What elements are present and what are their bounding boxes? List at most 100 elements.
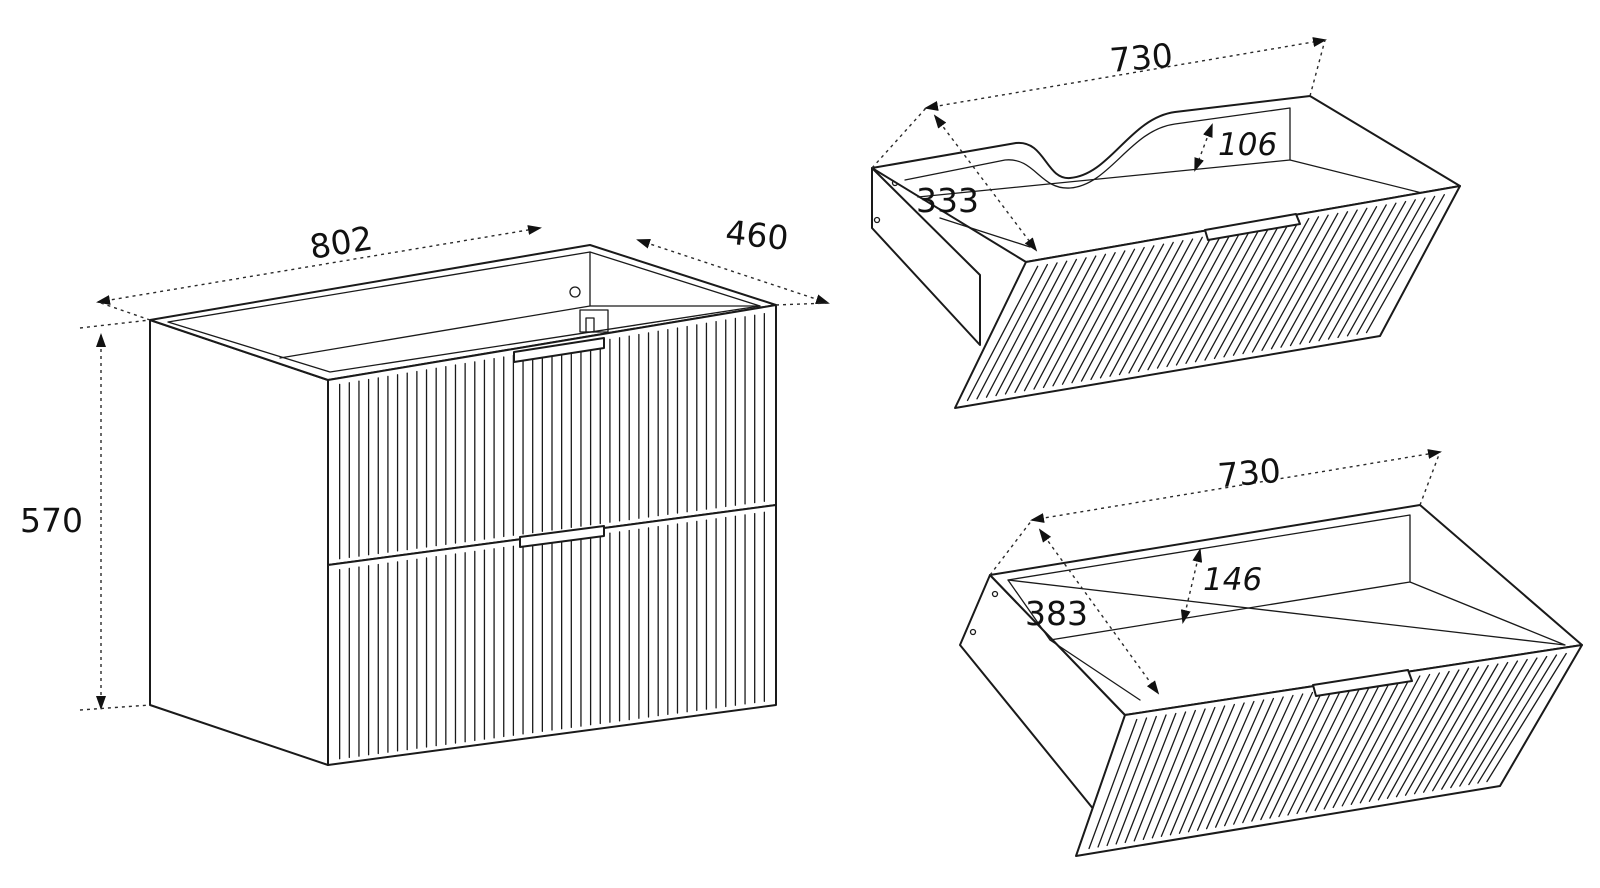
top-drawer-flute-line [1061, 248, 1136, 385]
top-drawer-flute-line [1099, 241, 1174, 379]
bottom-drawer-flute-line [1169, 705, 1226, 836]
hanging-bracket-clip [585, 317, 595, 333]
cabinet-width-dimension-line [96, 225, 542, 305]
top-drawer-flute-line [1147, 233, 1223, 371]
bottom-drawer-flute-line [1242, 693, 1304, 824]
bottom-drawer-flute-line [1314, 681, 1382, 812]
top-drawer-flute-line [1004, 258, 1078, 395]
bottom-drawer-fluting [1088, 652, 1567, 850]
bottom-drawer-flute-line [1133, 711, 1187, 842]
top-drawer-flute-line [1280, 209, 1358, 348]
bottom-drawer-flute-line [1160, 706, 1216, 837]
top-drawer-height-dimension-line [1194, 123, 1213, 172]
cabinet-height-label: 570 [20, 501, 83, 540]
bottom-drawer-flute-line [1115, 714, 1167, 845]
bottom-drawer-flute-line [1359, 673, 1431, 804]
bottom-drawer-flute-line [1459, 657, 1538, 787]
bottom-drawer-flute-line [1205, 699, 1265, 830]
top-drawer-flute-line [1137, 234, 1213, 372]
cabinet-side-panel [149, 319, 329, 766]
cabinet-depth-label: 460 [724, 212, 791, 257]
bottom-drawer-flute-line [1323, 679, 1392, 810]
bottom-drawer-flute-line [1287, 685, 1353, 816]
bottom-drawer-flute-line [1187, 702, 1245, 833]
bottom-drawer-depth-label: 383 [1025, 594, 1088, 633]
bottom-drawer-flute-line [1251, 691, 1314, 822]
top-drawer-flute-line [1128, 236, 1203, 374]
bottom-drawer-dimensions: 730 383 146 [989, 449, 1442, 695]
bottom-drawer-flute-line [1088, 718, 1138, 850]
top-drawer-flute-line [1223, 219, 1300, 358]
top-drawer-flute-line [976, 263, 1049, 400]
bottom-drawer-flute-line [1196, 700, 1255, 831]
top-drawer-flute-line [1289, 207, 1368, 347]
bottom-drawer-width-dimension-line [1030, 449, 1442, 523]
bottom-drawer-flute-line [1468, 655, 1548, 786]
top-drawer-flute-line [1109, 240, 1184, 377]
bottom-drawer-flute-line [1413, 664, 1489, 795]
bottom-drawer-flute-line [1124, 712, 1177, 844]
top-drawer-flute-line [1118, 238, 1194, 376]
top-drawer-flute-line [1299, 205, 1378, 345]
bottom-drawer-flute-line [1386, 669, 1460, 799]
bottom-drawer-height-dimension-line [1180, 548, 1203, 624]
bottom-drawer-flute-line [1106, 715, 1157, 847]
bottom-drawer-flute-line [1477, 654, 1558, 784]
cabinet-depth-extension [775, 302, 829, 306]
bottom-drawer-side-hole [969, 628, 977, 636]
top-drawer-flute-line [1175, 228, 1252, 366]
bottom-drawer-flute-line [1151, 708, 1206, 839]
bottom-drawer-width-ext-left [989, 519, 1033, 576]
top-drawer-front [954, 185, 1461, 409]
top-drawer-flute-line [995, 260, 1068, 397]
cabinet-height-ext-top [79, 319, 151, 329]
top-drawer-flute-line [1327, 200, 1407, 340]
top-drawer-flute-line [1251, 214, 1329, 353]
top-drawer-flute-line [1270, 211, 1349, 350]
cabinet [149, 244, 777, 766]
bottom-drawer-flute-line [1486, 652, 1567, 783]
top-drawer-flute-line [1346, 197, 1426, 337]
top-drawer-flute-line [1204, 223, 1281, 361]
top-drawer-width-ext-right [1309, 39, 1326, 97]
bottom-drawer-flute-line [1377, 670, 1450, 801]
top-drawer-side-hole [873, 216, 881, 224]
top-drawer-flute-line [1318, 202, 1397, 342]
bottom-drawer-flute-line [1441, 660, 1519, 790]
bottom-drawer-flute-line [1423, 663, 1499, 793]
top-drawer-flute-line [1042, 252, 1116, 389]
top-drawer-flute-line [1232, 217, 1310, 356]
fixing-hole [569, 286, 581, 298]
top-drawer-handle [1204, 213, 1301, 241]
bottom-drawer-flute-line [1395, 667, 1470, 798]
top-drawer-flute-line [1071, 246, 1145, 384]
top-drawer-dimensions: 730 333 106 [871, 36, 1327, 252]
bottom-drawer-flute-line [1404, 666, 1480, 796]
top-drawer-flute-line [1337, 199, 1416, 339]
bottom-drawer-flute-line [1178, 703, 1236, 834]
top-drawer-flute-line [1242, 216, 1320, 355]
top-drawer-fluting [966, 194, 1445, 402]
bottom-drawer-flute-line [1450, 658, 1528, 789]
bottom-drawer-side-hole [991, 590, 999, 598]
top-drawer-flute-line [1014, 257, 1087, 393]
bottom-drawer-width-label: 730 [1216, 451, 1282, 495]
top-drawer-flute-line [1156, 231, 1232, 369]
top-drawer-flute-line [1194, 224, 1271, 363]
cabinet-depth-dimension-line [636, 239, 830, 304]
cabinet-width-label: 802 [307, 218, 375, 266]
top-drawer [871, 95, 1461, 409]
top-drawer-width-label: 730 [1108, 36, 1174, 80]
top-drawer-width-ext-left [871, 107, 927, 169]
top-drawer-width-dimension-line [924, 37, 1327, 111]
cabinet-dimensions: 802 460 570 [20, 212, 830, 711]
bottom-drawer-flute-line [1296, 684, 1362, 815]
top-drawer-flute-line [1185, 226, 1262, 364]
bottom-drawer-depth-dimension-line [1038, 528, 1160, 695]
top-drawer-flute-line [1365, 194, 1445, 334]
bottom-drawer-flute-line [1260, 690, 1323, 821]
cabinet-fluting [339, 312, 765, 760]
top-drawer-flute-line [985, 262, 1058, 398]
